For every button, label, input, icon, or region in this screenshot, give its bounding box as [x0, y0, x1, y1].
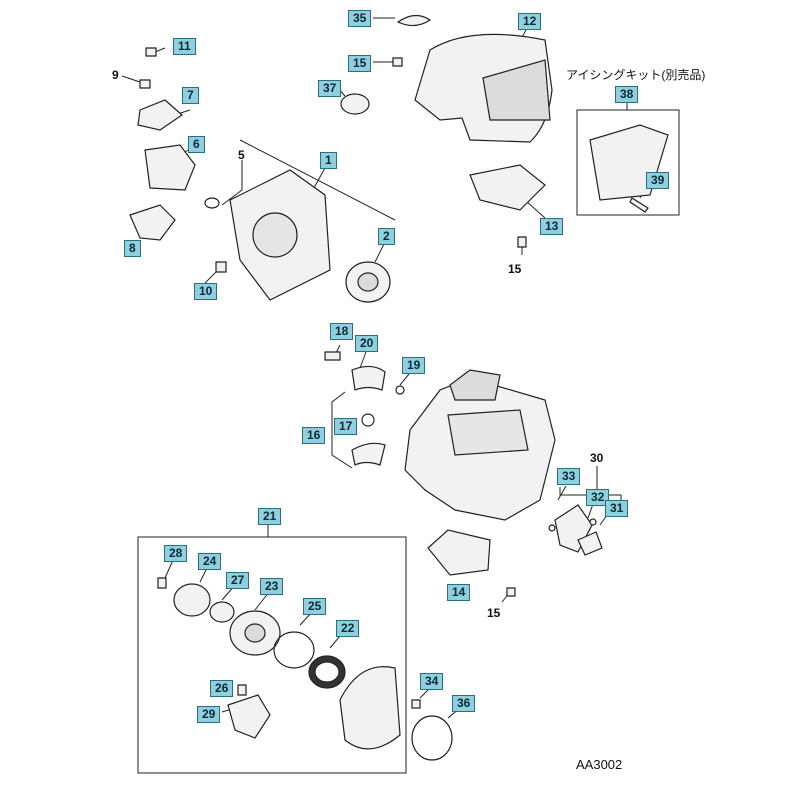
leader-20: [359, 351, 367, 369]
part-29-handle: [227, 694, 271, 739]
part-32-spring: [589, 518, 597, 526]
part-25-spring-ring: [273, 631, 315, 669]
part-8-holder: [129, 204, 176, 241]
part-9-screw: [139, 79, 151, 89]
callout-32: 32: [586, 489, 610, 506]
box-21: [137, 536, 407, 774]
callout-18: 18: [330, 323, 354, 340]
part-15a-screw: [392, 57, 403, 67]
callout-15a: 15: [348, 55, 372, 72]
callout-33: 33: [557, 468, 581, 485]
callout-34: 34: [420, 673, 444, 690]
part-34-screw: [411, 699, 421, 709]
callout-14: 14: [447, 584, 471, 601]
callout-21: 21: [258, 508, 282, 525]
callout-28: 28: [164, 545, 188, 562]
part-31-knob: [577, 531, 603, 556]
leader-13: [524, 199, 546, 219]
callout-11: 11: [173, 38, 196, 55]
callout-17: 17: [334, 418, 358, 435]
callout-26: 26: [210, 680, 234, 697]
part-39-screw: [629, 197, 649, 213]
part-15b-screw: [517, 236, 527, 248]
callout-6: 6: [188, 136, 205, 153]
callout-2: 2: [378, 228, 395, 245]
callout-39: 39: [646, 172, 670, 189]
callout-29: 29: [197, 706, 221, 723]
part-14-plate: [427, 529, 491, 576]
bracket-16: [331, 391, 353, 469]
callout-35: 35: [348, 10, 372, 27]
part-19-washer: [395, 385, 405, 395]
part-37-pad: [340, 93, 370, 115]
callout-36: 36: [452, 695, 476, 712]
callout-27: 27: [226, 572, 250, 589]
label-15b: 15: [508, 262, 522, 276]
callout-10: 10: [194, 283, 218, 300]
diagram-code: AA3002: [576, 757, 623, 772]
callout-38: 38: [615, 86, 639, 103]
part-7-bracket: [137, 99, 183, 131]
leader-2: [374, 241, 386, 263]
part-11-screw: [145, 47, 157, 57]
part-17-collar: [361, 413, 375, 427]
label-5: 5: [238, 148, 245, 162]
label-30: 30: [590, 451, 604, 465]
callout-24: 24: [198, 553, 222, 570]
part-16-mount: [351, 442, 386, 466]
leader-11: [154, 47, 166, 53]
part-35-cover-piece: [396, 14, 432, 27]
callout-37: 37: [318, 80, 342, 97]
part-36-gasket: [411, 715, 453, 761]
callout-8: 8: [124, 240, 141, 257]
leader-9: [121, 75, 141, 83]
part-28-screw: [157, 577, 167, 589]
callout-12: 12: [518, 13, 542, 30]
part-5-ring: [204, 197, 220, 209]
part-15c-screw: [506, 587, 516, 597]
part-26-pin: [237, 684, 247, 696]
leader-19: [399, 373, 410, 386]
part-13-plate: [469, 164, 546, 211]
callout-25: 25: [303, 598, 327, 615]
part-recoil-case: [339, 666, 401, 750]
label-15c: 15: [487, 606, 501, 620]
callout-19: 19: [402, 357, 426, 374]
part-20-bracket: [351, 365, 386, 391]
callout-16: 16: [302, 427, 326, 444]
callout-23: 23: [260, 578, 284, 595]
label-9: 9: [112, 68, 119, 82]
part-27-spring: [209, 601, 235, 623]
part-24-cover: [173, 583, 211, 617]
leader-5: [221, 160, 243, 206]
part-6-insulator: [144, 144, 196, 191]
part-18-bolt: [324, 351, 341, 361]
part-33-screw: [548, 524, 556, 532]
callout-31: 31: [605, 500, 629, 517]
bracket-1-2: [239, 139, 396, 221]
part-10-screw: [215, 261, 227, 273]
callout-20: 20: [355, 335, 379, 352]
callout-22: 22: [336, 620, 360, 637]
callout-7: 7: [182, 87, 199, 104]
icing-kit-caption: アイシングキット(別売品): [566, 68, 706, 82]
callout-13: 13: [540, 218, 564, 235]
callout-1: 1: [320, 152, 337, 169]
